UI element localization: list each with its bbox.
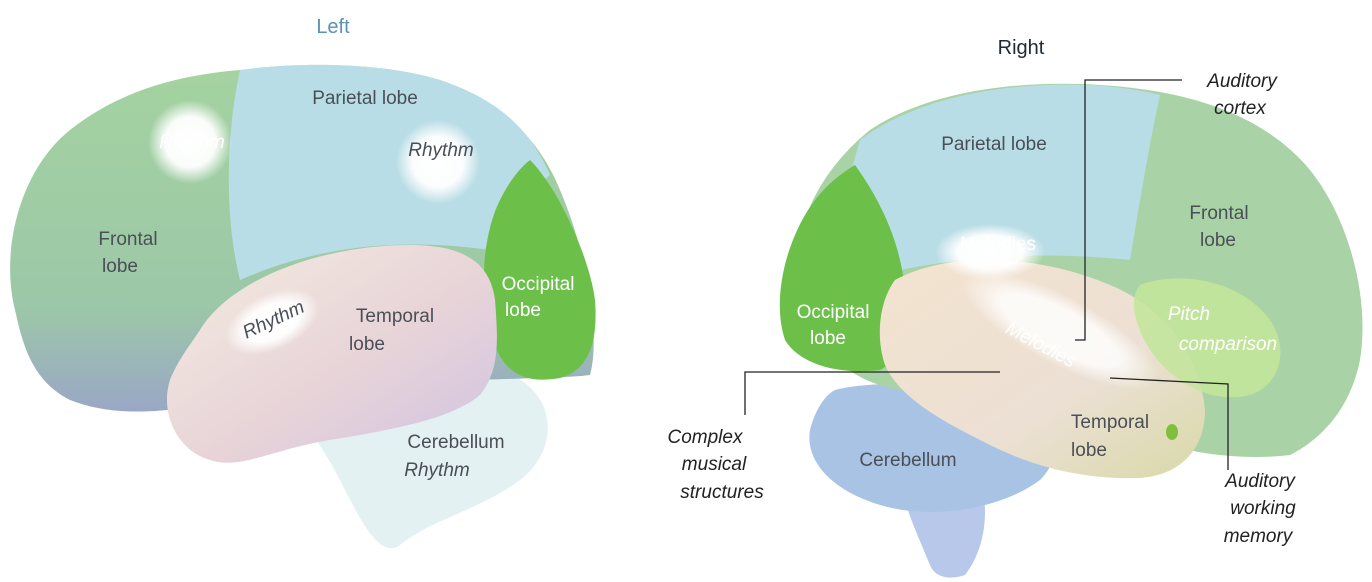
right-hemisphere: Right Auditory cortex Parietal lobe Fron… — [668, 37, 1363, 578]
right-cerebellum-label: Cerebellum — [859, 450, 956, 471]
left-cerebellum-rhythm-label: Rhythm — [404, 460, 469, 481]
auditory-cortex-label-1: Auditory — [1206, 71, 1278, 92]
complex-structures-label-3: structures — [680, 482, 764, 503]
right-frontal-label-1: Frontal — [1189, 203, 1248, 224]
complex-structures-label-1: Complex — [668, 427, 744, 448]
right-occipital-label-1: Occipital — [797, 302, 870, 323]
working-memory-label-1: Auditory — [1224, 471, 1296, 492]
right-occipital-label-2: lobe — [810, 328, 846, 349]
right-melodies-label-upper: Melodies — [960, 234, 1036, 255]
right-hemisphere-title: Right — [998, 37, 1045, 59]
left-occipital-label-2: lobe — [505, 300, 541, 321]
right-pitch-label-2: comparison — [1179, 334, 1277, 355]
left-parietal-label: Parietal lobe — [312, 88, 418, 109]
left-hemisphere-title: Left — [316, 16, 350, 38]
right-frontal-label-2: lobe — [1200, 230, 1236, 251]
right-temporal-dot — [1166, 424, 1178, 440]
left-cerebellum-label: Cerebellum — [407, 432, 504, 453]
right-temporal-label-1: Temporal — [1071, 412, 1149, 433]
right-temporal-label-2: lobe — [1071, 440, 1107, 461]
working-memory-label-2: working — [1230, 498, 1296, 519]
left-frontal-label-2: lobe — [102, 256, 138, 277]
left-occipital-label-1: Occipital — [502, 274, 575, 295]
working-memory-label-3: memory — [1224, 526, 1294, 547]
left-frontal-rhythm-label: Rhythm — [159, 132, 224, 153]
left-parietal-rhythm-label: Rhythm — [408, 140, 473, 161]
auditory-cortex-label-2: cortex — [1214, 98, 1267, 119]
left-frontal-label-1: Frontal — [98, 229, 157, 250]
left-temporal-label-2: lobe — [349, 334, 385, 355]
left-parietal-rhythm-glow — [396, 120, 480, 204]
left-temporal-label-1: Temporal — [356, 306, 434, 327]
left-hemisphere: Left Parietal lobe Rhythm Rhythm Frontal… — [10, 16, 595, 548]
complex-structures-label-2: musical — [682, 454, 747, 475]
right-parietal-label: Parietal lobe — [941, 134, 1047, 155]
right-pitch-label-1: Pitch — [1168, 304, 1210, 325]
